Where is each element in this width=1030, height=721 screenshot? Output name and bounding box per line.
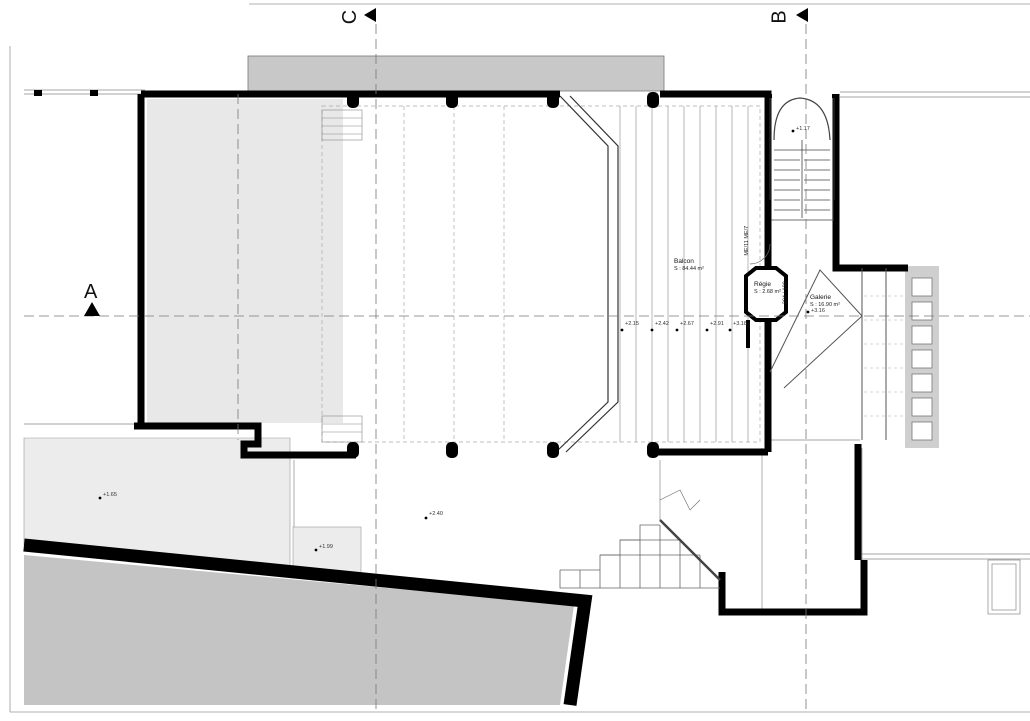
seating-rows — [321, 105, 761, 443]
regie-area: S : 2.68 m² — [754, 289, 781, 295]
level-267: +2.67 — [680, 321, 694, 327]
level-318: +3.18 — [733, 321, 747, 327]
columns — [34, 90, 659, 458]
section-b-arrow — [796, 8, 808, 22]
stair-tower — [769, 96, 835, 221]
galerie-name: Galerie — [810, 294, 831, 301]
regie-name: Régie — [754, 281, 771, 288]
balcony-steps — [619, 106, 749, 442]
level-199: +1.99 — [319, 544, 333, 550]
level-316: +3.16 — [811, 308, 825, 314]
level-242: +2.42 — [655, 321, 669, 327]
galerie-outline — [769, 268, 887, 440]
balcon-name: Balcon — [674, 258, 694, 265]
stair-tower-walls — [766, 94, 839, 222]
regie-door — [749, 243, 771, 265]
section-lines — [24, 24, 1030, 712]
section-a-label: A — [84, 281, 98, 303]
balcony-front — [555, 95, 619, 453]
level-291: +2.91 — [710, 321, 724, 327]
regie-booth — [744, 266, 788, 322]
stage-area — [147, 99, 343, 423]
level-240: +2.40 — [429, 511, 443, 517]
terrace-patch — [292, 526, 362, 574]
roof-canopy — [247, 55, 665, 92]
door-note-2: 204 / 100 — [782, 281, 789, 305]
section-b-label: B — [768, 10, 791, 24]
level-215: +2.15 — [625, 321, 639, 327]
sheet-border — [9, 3, 1030, 713]
neighbour-wall — [23, 538, 593, 706]
galerie-area: S : 16.90 m² — [810, 302, 840, 308]
balcon-area: S : 84.44 m² — [674, 266, 704, 272]
section-c-label: C — [339, 9, 362, 25]
door-note-1: ME/11 ME/7 — [744, 225, 751, 256]
section-c-arrow — [364, 8, 376, 22]
galerie-frame-grid — [911, 277, 933, 441]
level-117: +1.17 — [796, 126, 810, 132]
walls — [134, 90, 908, 616]
level-markers — [98, 129, 810, 552]
section-a-arrow — [84, 302, 100, 316]
stage-stairs — [321, 109, 363, 443]
galerie-hatch — [864, 295, 906, 417]
exterior-stair — [559, 489, 721, 589]
level-165: +1.65 — [103, 492, 117, 498]
site-lines — [24, 89, 1030, 615]
